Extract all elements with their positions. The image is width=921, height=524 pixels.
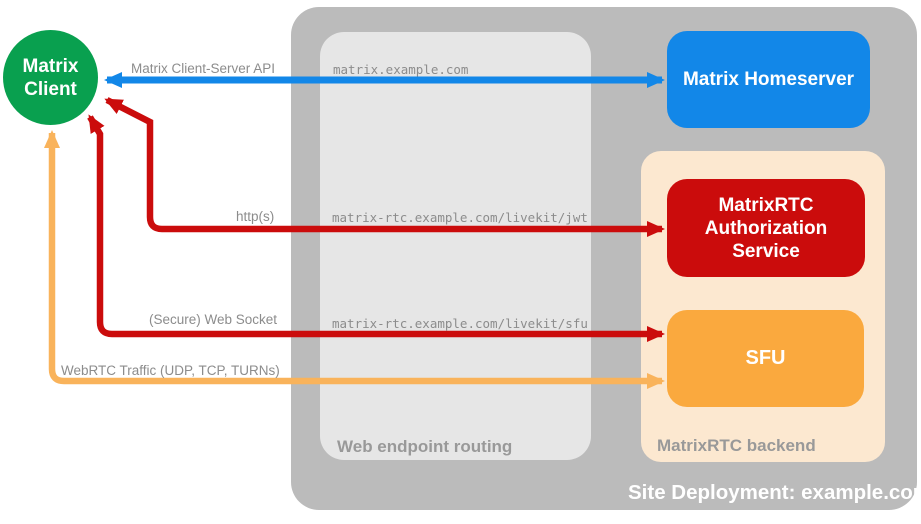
matrix-client-label: Matrix Client — [22, 55, 79, 100]
matrix-client-node: Matrix Client — [3, 30, 98, 125]
https-label: http(s) — [236, 209, 275, 224]
sfu-label: SFU — [745, 347, 786, 369]
webrtc-label: WebRTC Traffic (UDP, TCP, TURNs) — [61, 363, 280, 378]
websocket-label: (Secure) Web Socket — [149, 312, 278, 327]
route-matrix-example-com: matrix.example.com — [333, 62, 469, 77]
sfu-node: SFU — [667, 310, 864, 407]
matrix-homeserver-node: Matrix Homeserver — [667, 31, 870, 128]
web-endpoint-routing-label: Web endpoint routing — [337, 437, 513, 456]
client-server-api-label: Matrix Client-Server API — [131, 61, 276, 76]
matrixrtc-backend-label: MatrixRTC backend — [657, 436, 816, 455]
site-deployment-label: Site Deployment: example.com — [628, 481, 921, 504]
route-livekit-sfu: matrix-rtc.example.com/livekit/sfu — [332, 316, 588, 331]
route-livekit-jwt: matrix-rtc.example.com/livekit/jwt — [332, 210, 588, 225]
auth-service-node: MatrixRTC Authorization Service — [667, 179, 865, 277]
matrix-homeserver-label: Matrix Homeserver — [682, 68, 855, 90]
auth-service-label: MatrixRTC Authorization Service — [704, 194, 828, 262]
web-endpoint-routing-container — [320, 32, 591, 460]
